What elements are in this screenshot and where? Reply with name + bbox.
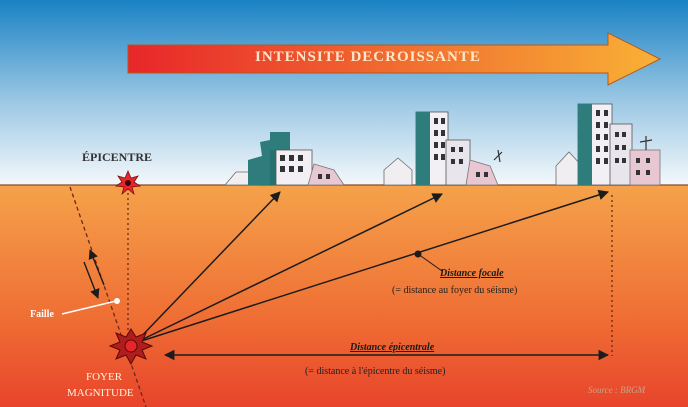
ground <box>0 185 688 407</box>
building-cluster-icon <box>383 111 503 186</box>
seismic-ray-1 <box>134 191 281 344</box>
fault-line <box>69 186 147 407</box>
faille-label: Faille <box>30 309 54 320</box>
fault-slip-arrow-down <box>83 261 100 299</box>
intensity-banner-label: INTENSITE DECROISSANTE <box>255 49 481 65</box>
magnitude-label: MAGNITUDE <box>67 387 134 399</box>
epicentre-burst-icon <box>114 169 142 196</box>
foyer-burst-icon <box>108 328 154 366</box>
foyer-label: FOYER <box>86 371 123 383</box>
distance-focale-pointer <box>417 253 443 272</box>
intensity-banner-arrow <box>127 32 662 86</box>
distance-epicentrale-note: (= distance à l'épicentre du séisme) <box>305 366 446 377</box>
distance-focale-label: Distance focale <box>440 268 504 279</box>
faille-pointer-dot <box>114 298 120 304</box>
building-cluster-icon <box>224 132 345 186</box>
seismic-ray-3 <box>134 189 610 344</box>
fault-slip-arrow-up <box>88 249 105 286</box>
sky <box>0 0 688 185</box>
seismic-ray-2 <box>134 193 443 344</box>
source-credit: Source : BRGM <box>588 385 646 395</box>
faille-pointer <box>61 300 117 315</box>
building-cluster-icon <box>555 103 661 186</box>
distance-focale-note: (= distance au foyer du séisme) <box>392 285 518 296</box>
distance-epicentrale-label: Distance épicentrale <box>350 342 435 353</box>
epicentre-label: ÉPICENTRE <box>82 150 153 164</box>
